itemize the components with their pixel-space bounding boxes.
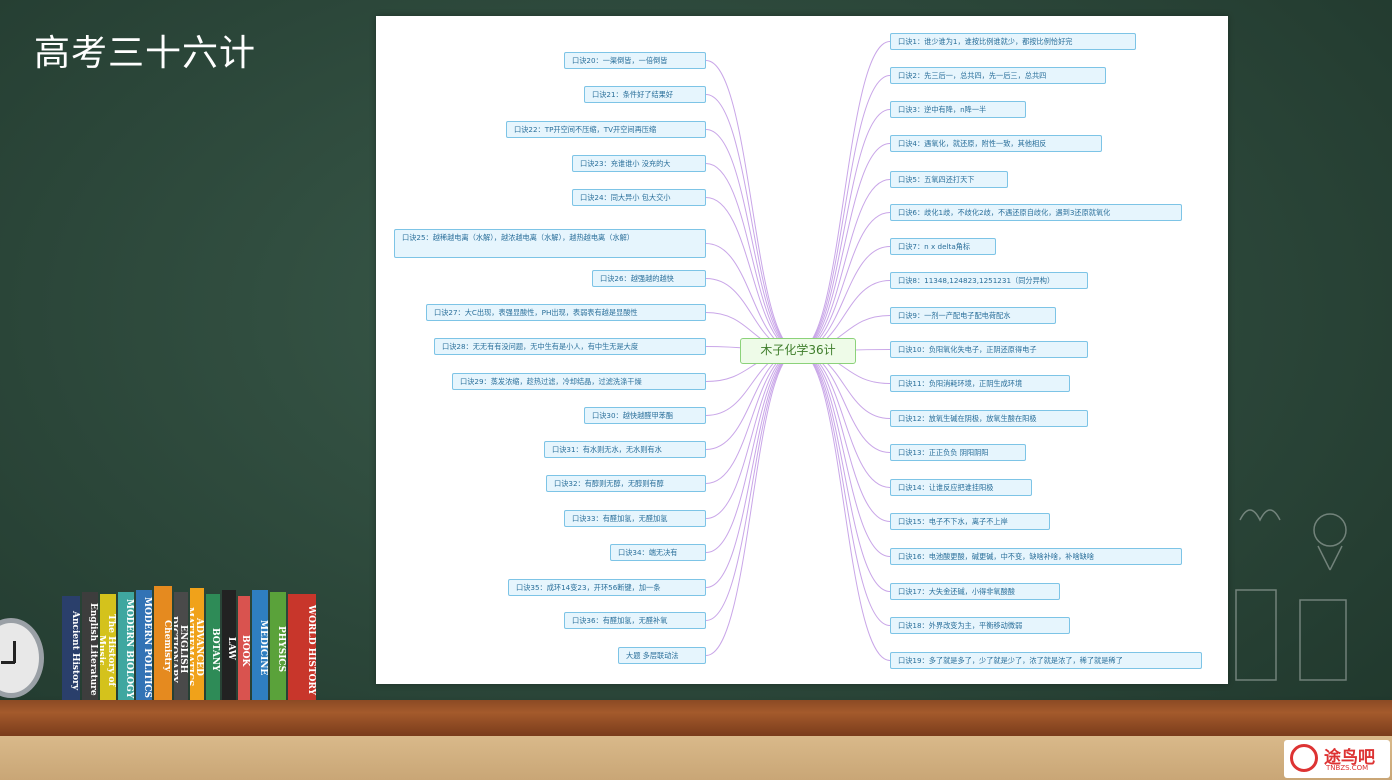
mindmap-center-node[interactable]: 木子化学36计 — [740, 338, 856, 364]
book-spine: English Literature — [82, 592, 98, 700]
mindmap-link — [797, 350, 891, 626]
mindmap-link — [797, 179, 891, 352]
mindmap-right-node[interactable]: 口诀17：大失金还碱，小得非氧酸酸 — [890, 583, 1060, 600]
mindmap-left-node[interactable]: 口诀30：越快越醛甲苯酯 — [584, 407, 706, 424]
mindmap-right-node[interactable]: 口诀6：歧化1歧，不歧化2歧，不遇还原自歧化，遇到3还原就氧化 — [890, 204, 1182, 221]
mindmap-right-node[interactable]: 口诀9：一剂一产配电子配电荷配水 — [890, 307, 1056, 324]
watermark-logo-icon — [1290, 744, 1318, 772]
mindmap-link — [797, 350, 891, 557]
mindmap-link — [705, 350, 799, 656]
mindmap-right-node[interactable]: 口诀15：电子不下水，离子不上岸 — [890, 513, 1050, 530]
mindmap-left-node[interactable]: 口诀31：有水则无水，无水则有水 — [544, 441, 706, 458]
mindmap-right-node[interactable]: 口诀3：逆中有降，n降一半 — [890, 101, 1026, 118]
watermark-text: 途鸟吧 — [1324, 748, 1375, 768]
mindmap-link — [705, 350, 799, 484]
clock-icon — [0, 618, 44, 698]
mindmap-link — [705, 243, 799, 352]
mindmap-right-node[interactable]: 口诀11：负阳消耗环境，正阴生成环境 — [890, 375, 1070, 392]
mindmap-right-node[interactable]: 口诀4：遇氧化，就还原，附性一致，其他相反 — [890, 135, 1102, 152]
wooden-shelf — [0, 700, 1392, 736]
mindmap-right-node[interactable]: 口诀19：多了就是多了，少了就是少了，浓了就是浓了，稀了就是稀了 — [890, 652, 1202, 669]
mindmap-left-node[interactable]: 口诀24：同大异小 包大交小 — [572, 189, 706, 206]
mindmap-link — [797, 246, 891, 352]
mindmap-left-node[interactable]: 口诀32：有醇则无醇，无醇则有醇 — [546, 475, 706, 492]
mindmap-left-node[interactable]: 口诀28：无无有有没问题，无中生有是小人，有中生无是大度 — [434, 338, 706, 355]
mindmap-link — [705, 350, 799, 588]
mindmap-left-node[interactable]: 口诀23：充谁谁小 没充的大 — [572, 155, 706, 172]
mindmap-link — [797, 41, 891, 352]
mindmap-left-node[interactable]: 口诀21：条件好了结果好 — [584, 86, 706, 103]
book-spine: The History of Music — [100, 594, 116, 700]
mindmap-left-node[interactable]: 口诀29：蒸发浓缩，趁热过滤，冷却结晶，过滤洗涤干燥 — [452, 373, 706, 390]
book-spine: MODERN BIOLOGY — [118, 592, 134, 700]
watermark-subtext: TNBZS.COM — [1326, 764, 1369, 772]
slide-title: 高考三十六计 — [34, 33, 257, 74]
mindmap-link — [797, 350, 891, 592]
mindmap-link — [705, 60, 799, 352]
mindmap-right-node[interactable]: 口诀7：n x delta角标 — [890, 238, 996, 255]
mindmap-right-node[interactable]: 口诀14：让谁反应把谁挂阳极 — [890, 479, 1032, 496]
mindmap-link — [797, 350, 891, 522]
mindmap-link — [705, 163, 799, 352]
mindmap-left-node[interactable]: 口诀20：一渠倒皆，一倍倒皆 — [564, 52, 706, 69]
mindmap-left-node[interactable]: 口诀36：有醛加氢，无醛补氧 — [564, 612, 706, 629]
book-spine: BOTANY — [206, 594, 220, 700]
mindmap-left-node[interactable]: 口诀33：有醛加氢，无醛加氢 — [564, 510, 706, 527]
mindmap-right-node[interactable]: 口诀18：外界改变为主，平衡移动微弱 — [890, 617, 1070, 634]
mindmap-right-node[interactable]: 口诀5：五氧四还打天下 — [890, 171, 1008, 188]
mindmap-link — [705, 94, 799, 352]
mindmap-link — [797, 350, 891, 661]
book-spine: Chemistry — [154, 586, 172, 700]
mindmap-left-node[interactable]: 口诀35：成环14变23，开环56断键，加一条 — [508, 579, 706, 596]
book-spine: MEDICINE — [252, 590, 268, 700]
book-spine: ADVANCED MATHEMATICS — [190, 588, 204, 700]
mindmap-link — [705, 350, 799, 553]
mindmap-link — [797, 143, 891, 352]
mindmap-left-node[interactable]: 口诀26：越强越的越快 — [592, 270, 706, 287]
floor — [0, 736, 1392, 780]
mindmap-right-node[interactable]: 口诀2：先三后一，总共四，先一后三，总共四 — [890, 67, 1106, 84]
mindmap-link — [797, 350, 891, 488]
mindmap-link — [705, 350, 799, 519]
mindmap-right-node[interactable]: 口诀8：11348,124823,1251231（同分异构） — [890, 272, 1088, 289]
book-spine: Ancient History — [62, 596, 80, 700]
mindmap-right-node[interactable]: 口诀1：谁少谁为1，谁按比例谁就少，都按比例恰好完 — [890, 33, 1136, 50]
mindmap-right-node[interactable]: 口诀12：放氧生碱在阴极，放氧生酸在阳极 — [890, 410, 1088, 427]
mindmap-left-node[interactable]: 口诀25：越稀越电离（水解），越浓越电离（水解），越热越电离（水解） — [394, 229, 706, 258]
book-spine: ENGLISH DICTIONARY — [174, 592, 188, 700]
book-spine: WORLD HISTORY — [288, 594, 316, 700]
mindmap-link — [797, 212, 891, 352]
book-spine: MODERN POLITICS — [136, 590, 152, 700]
mindmap-left-node[interactable]: 口诀34：端无决有 — [610, 544, 706, 561]
mindmap-right-node[interactable]: 口诀10：负阳氧化失电子，正阴还原得电子 — [890, 341, 1088, 358]
mindmap-left-node[interactable]: 口诀27：大C出现，表强显酸性，PH出现，表弱表有越是显酸性 — [426, 304, 706, 321]
book-spine: BOOK — [238, 596, 250, 700]
mindmap-link — [705, 350, 799, 621]
mindmap-right-node[interactable]: 口诀13：正正负负 阴阳阴阳 — [890, 444, 1026, 461]
mindmap-left-node[interactable]: 口诀22：TP开空间不压缩，TV开空间再压缩 — [506, 121, 706, 138]
mindmap-panel: 木子化学36计 口诀20：一渠倒皆，一倍倒皆口诀21：条件好了结果好口诀22：T… — [376, 16, 1228, 684]
mindmap-left-node[interactable]: 大题 多层联动法 — [618, 647, 706, 664]
site-watermark: 途鸟吧 TNBZS.COM — [1284, 740, 1390, 778]
mindmap-link — [797, 109, 891, 352]
mindmap-link — [797, 75, 891, 352]
mindmap-right-node[interactable]: 口诀16：电池酸更酸，碱更碱，中不变，缺啥补啥，补啥缺啥 — [890, 548, 1182, 565]
book-spine: PHYSICS — [270, 592, 286, 700]
mindmap-link — [705, 129, 799, 352]
book-spine: LAW — [222, 590, 236, 700]
